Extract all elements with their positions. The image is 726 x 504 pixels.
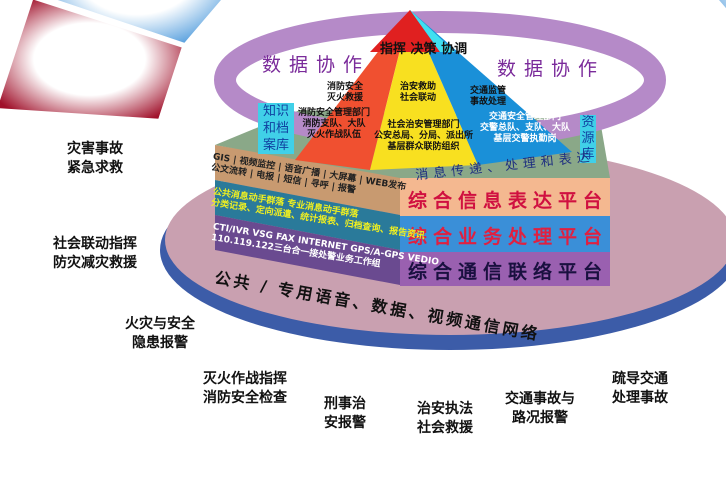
pyramid-top-label: 指挥 决策 协调	[380, 40, 467, 59]
segment-line: 治安执法	[417, 401, 473, 417]
segment-label: 火灾与安全隐患报警	[115, 315, 205, 353]
t: 社会联动	[400, 93, 437, 103]
comm-side-face	[215, 215, 400, 285]
segment-label: 疏导交通处理事故	[595, 370, 685, 408]
t: 事故处理	[470, 97, 507, 107]
right-mid-text: 交通监管事故处理	[470, 86, 506, 108]
segment-line: 刑事治	[324, 396, 366, 412]
label-coordination: 协调	[441, 42, 468, 57]
comm-platform: 综合通信联络平台	[408, 261, 609, 283]
t: 灭火救援	[327, 93, 364, 103]
t: 基层交警执勤岗	[493, 134, 557, 144]
segment-0	[0, 0, 183, 120]
t: 消防支队、大队	[302, 119, 366, 129]
segment-label: 交通事故与路况报警	[495, 390, 585, 428]
segment-line: 防灾减灾救援	[53, 255, 137, 271]
center-low-text: 社会治安管理部门公安总局、分局、派出所基层群众联防组织	[374, 120, 473, 153]
segment-label: 刑事治安报警	[300, 395, 390, 433]
knowledge-archive-box: 知识和档案库	[258, 103, 294, 154]
t: 消防安全管理部门	[298, 108, 371, 118]
info-platform: 综合信息表达平台	[408, 190, 609, 212]
segment-label: 灭火作战指挥消防安全检查	[200, 370, 290, 408]
left-low-text: 消防安全管理部门消防支队、大队灭火作战队伍	[298, 108, 370, 141]
segment-7	[717, 0, 726, 10]
right-low-text: 交通安全管理部门交警总队、支队、大队基层交警执勤岗	[480, 112, 570, 145]
comm-platform-face	[400, 252, 610, 286]
segment-line: 路况报警	[512, 410, 568, 426]
segment-line: 社会救援	[417, 420, 473, 436]
t: 消防安全	[327, 82, 364, 92]
segment-label: 灾害事故紧急求救	[50, 140, 140, 178]
info-platform-face	[400, 178, 610, 216]
segment-line: 紧急求救	[67, 160, 123, 176]
segment-line: 消防安全检查	[203, 390, 287, 406]
segment-line: 交通事故与	[505, 391, 575, 407]
segment-line: 灾害事故	[67, 141, 123, 157]
info-side-face	[215, 145, 400, 215]
t: 基层群众联防组织	[387, 142, 460, 152]
ring-text-right: 数据协作	[497, 58, 606, 80]
business-platform-face	[400, 216, 610, 252]
segment-line: 安报警	[324, 415, 366, 431]
label-decision: 决策	[410, 42, 437, 57]
t: 交通监管	[470, 86, 507, 96]
resource-box: 资源库	[580, 115, 596, 163]
center-mid-text: 治安救助社会联动	[400, 82, 436, 104]
t: 灭火作战队伍	[307, 130, 362, 140]
segment-line: 灭火作战指挥	[203, 371, 287, 387]
label-command: 指挥	[380, 42, 407, 57]
segment-line: 处理事故	[612, 390, 668, 406]
segment-1	[54, 0, 223, 44]
t: 治安救助	[400, 82, 437, 92]
segment-label: 治安执法社会救援	[400, 400, 490, 438]
segment-line: 隐患报警	[132, 335, 188, 351]
segment-label: 社会联动指挥防灾减灾救援	[50, 235, 140, 273]
business-platform: 综合业务处理平台	[408, 226, 609, 248]
t: 交通安全管理部门	[489, 112, 562, 122]
t: 交警总队、支队、大队	[480, 123, 571, 133]
ring-text-left: 数据协作	[262, 54, 371, 76]
pyramid-center	[370, 10, 478, 170]
business-side-face	[215, 180, 400, 250]
left-mid-text: 消防安全灭火救援	[327, 82, 363, 104]
t: 公安总局、分局、派出所	[374, 131, 474, 141]
t: 社会治安管理部门	[387, 120, 460, 130]
segment-line: 火灾与安全	[125, 316, 195, 332]
segment-line: 疏导交通	[612, 371, 668, 387]
segment-line: 社会联动指挥	[53, 236, 137, 252]
